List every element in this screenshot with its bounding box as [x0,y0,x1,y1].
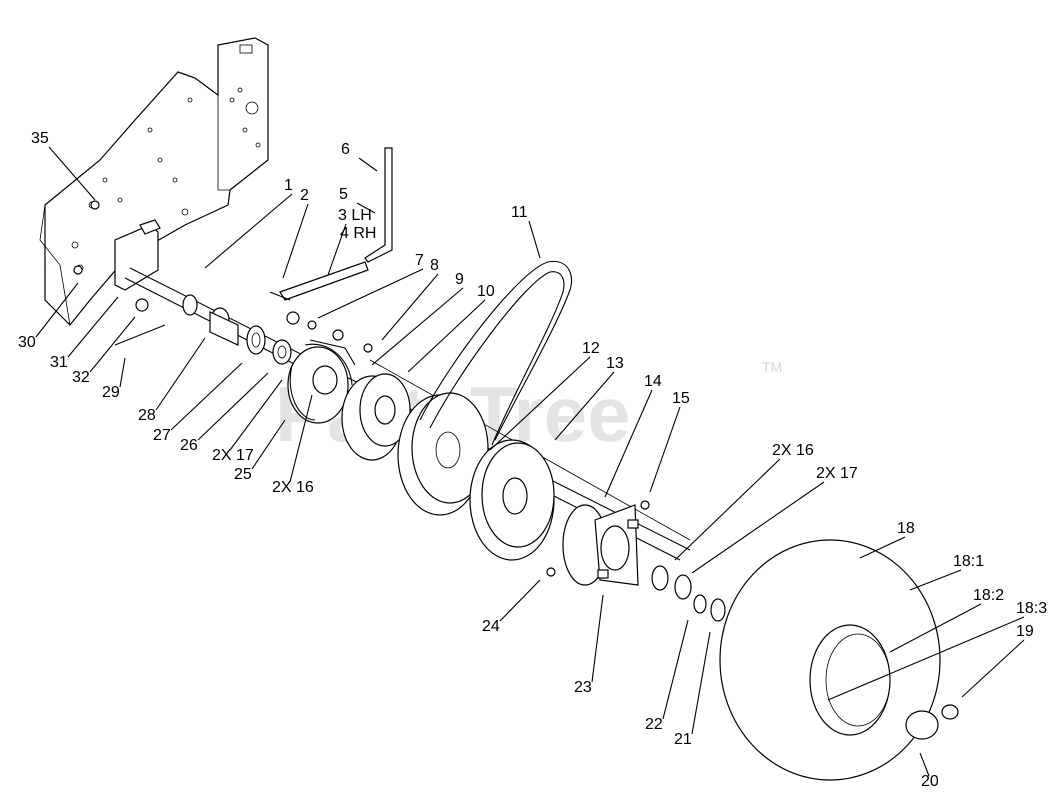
leader-line-c5 [356,202,376,214]
leader-line-c15 [649,406,681,493]
drive-belt [419,260,573,446]
leader-line-c18_3 [827,616,1025,701]
callout-c31: 31 [50,354,68,371]
frame-plate [39,37,269,326]
callout-c14: 14 [644,373,662,390]
callout-c19: 19 [1016,623,1034,640]
callout-c1: 1 [284,177,293,194]
callout-c4: 4 RH [340,225,376,242]
leader-line-c32 [89,316,136,373]
leader-line-c28 [155,337,206,411]
callout-c32: 32 [72,369,90,386]
watermark-tm: TM [762,359,782,375]
callout-c29: 29 [102,384,120,401]
leader-line-c29 [119,357,126,388]
callout-c9: 9 [455,271,464,288]
callout-c18: 18 [897,520,915,537]
small-pulley [341,373,411,461]
leader-line-c13 [554,371,615,441]
leader-line-c19 [961,639,1025,698]
callout-c25: 25 [234,466,252,483]
leader-line-c11 [528,220,541,259]
leader-line-c3 [327,223,347,276]
leader-line-c8 [381,273,439,341]
nuts-bolts [73,200,166,346]
leader-line-c35 [48,146,96,201]
tire-wheel [719,539,959,781]
brake-drum [287,343,353,424]
callout-c15: 15 [672,390,690,407]
leader-line-c26 [197,372,269,441]
callout-c35: 35 [31,130,49,147]
leader-line-c2 [282,203,309,279]
spacer-tube [182,294,266,355]
callout-c2x17b: 2X 17 [816,465,858,482]
bearing [272,339,292,365]
leader-line-c23 [591,594,604,683]
leader-line-c31 [67,296,119,358]
callout-c2x17a: 2X 17 [212,447,254,464]
axle-bracket [114,219,161,291]
leader-line-c2x16b [674,458,781,561]
callout-c7: 7 [415,252,424,269]
callout-c5: 5 [339,186,348,203]
leader-line-c27 [170,362,243,431]
leader-line-c18_1 [909,569,962,591]
leader-line-c18_2 [889,603,982,653]
leader-line-c1 [204,193,293,269]
callout-c18_1: 18:1 [953,553,984,570]
callout-c18_2: 18:2 [973,587,1004,604]
callout-c2x16a: 2X 16 [272,479,314,496]
driven-pulley [469,439,555,561]
leader-line-c25 [251,419,286,470]
wheel-hub [546,500,650,586]
leader-line-c22 [662,619,689,720]
leader-line-c9 [371,287,464,366]
callout-c10: 10 [477,283,495,300]
callout-c26: 26 [180,437,198,454]
callout-c20: 20 [921,773,939,790]
callout-c22: 22 [645,716,663,733]
leader-line-c2x16a [289,394,313,483]
callout-c8: 8 [430,257,439,274]
callout-c24: 24 [482,618,500,635]
callout-c18_3: 18:3 [1016,600,1047,617]
callout-c2: 2 [300,187,309,204]
callout-c12: 12 [582,340,600,357]
leader-line-c7 [317,268,424,319]
leader-line-c30 [35,282,79,338]
leader-line-c12 [489,356,591,451]
leader-line-c6 [358,157,378,172]
shift-lever [269,147,393,366]
large-pulley [397,392,489,516]
callout-c11: 11 [511,204,528,221]
callout-c21: 21 [674,731,692,748]
callout-c13: 13 [606,355,624,372]
leader-line-c18 [859,536,906,559]
callout-c27: 27 [153,427,171,444]
callout-c30: 30 [18,334,36,351]
leader-line-c2x17b [691,481,825,574]
callout-c3: 3 LH [338,207,372,224]
callout-c28: 28 [138,407,156,424]
callout-c23: 23 [574,679,592,696]
leader-line-c10 [407,299,486,373]
leader-line-c2x17a [229,379,283,451]
leader-line-c14 [604,389,653,498]
leader-line-c20 [919,752,930,777]
leader-line-c21 [691,631,711,735]
leader-line-c24 [499,579,541,622]
hub-bearings [651,565,726,622]
callout-c2x16b: 2X 16 [772,442,814,459]
callout-c6: 6 [341,141,350,158]
